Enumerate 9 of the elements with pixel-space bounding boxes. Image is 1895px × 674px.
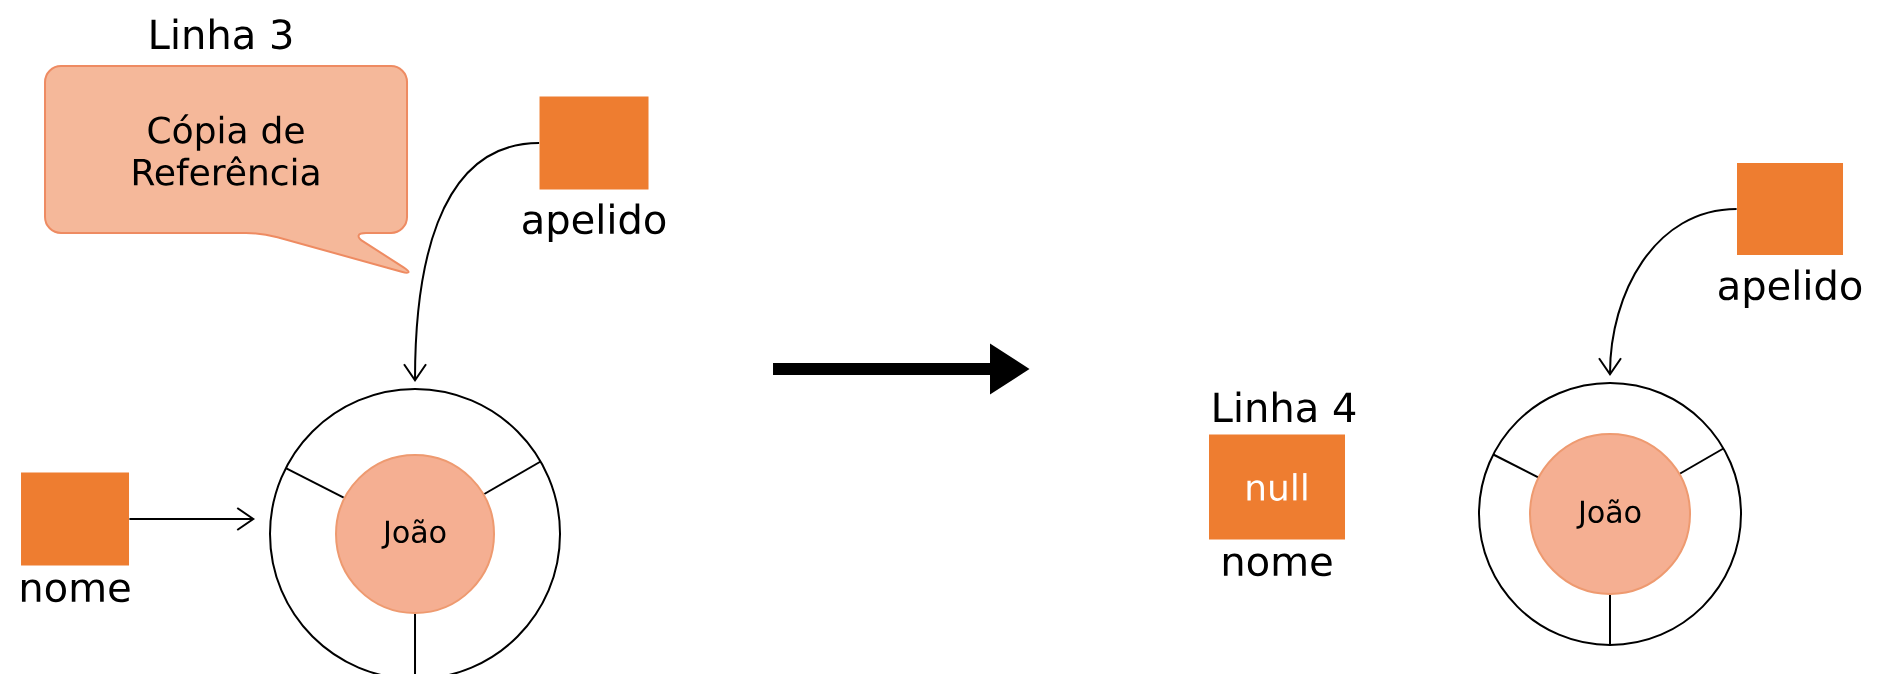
arrow	[403, 142, 541, 382]
variable-name: apelido	[1719, 269, 1862, 309]
variable-name: nome	[1223, 553, 1332, 577]
variable-name: apelido	[523, 203, 666, 243]
variable-box: null	[1209, 434, 1345, 540]
arrow	[1598, 208, 1738, 376]
speech-bubble: Cópia de Referência	[44, 65, 410, 274]
arrow	[128, 507, 255, 531]
variable-name: nome	[21, 579, 130, 603]
